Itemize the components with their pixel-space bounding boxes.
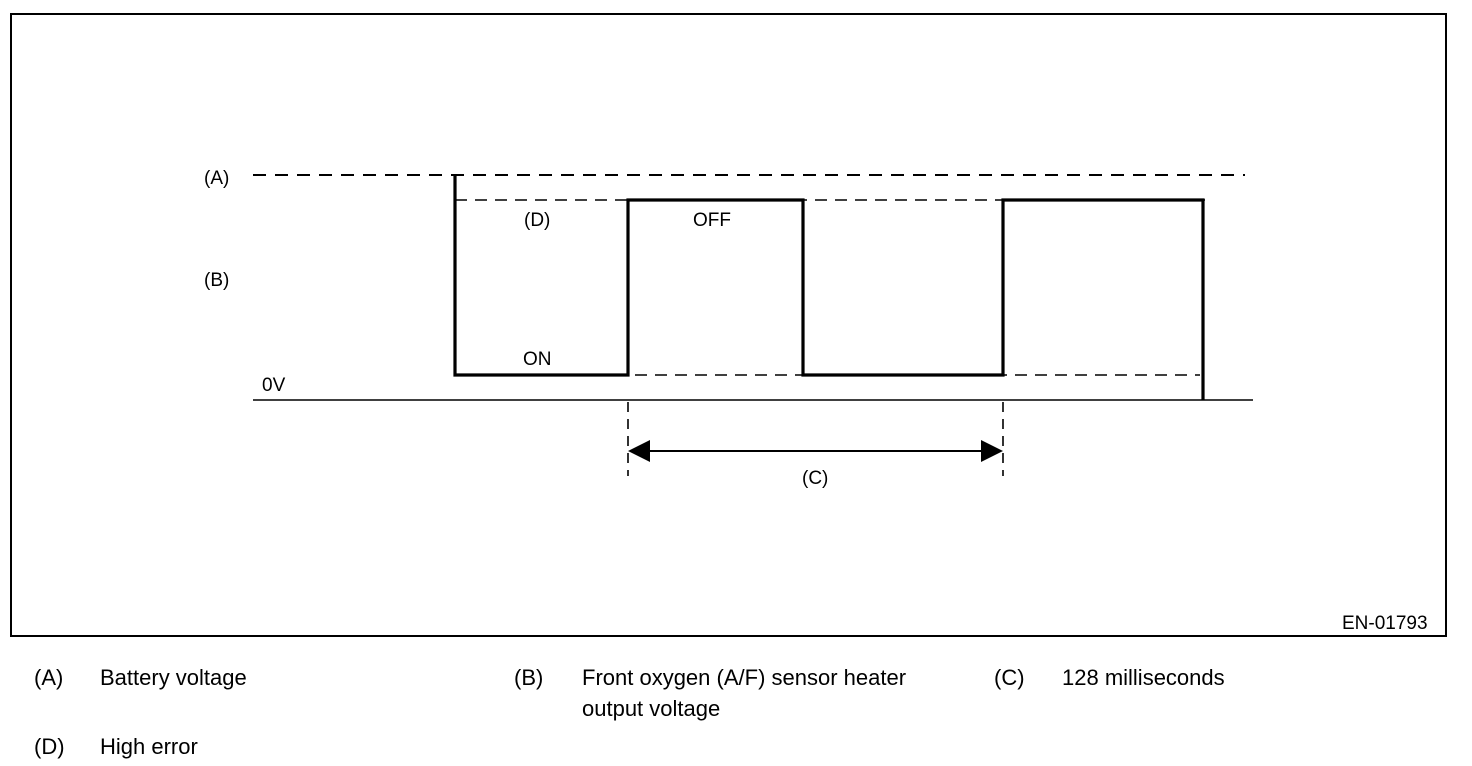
label-b: (B) <box>204 270 229 291</box>
label-zero-volt: 0V <box>262 375 286 396</box>
legend-item-a: (A) Battery voltage <box>34 662 474 696</box>
legend-text-a: Battery voltage <box>100 665 247 690</box>
figure-id: EN-01793 <box>1342 613 1428 634</box>
legend-text-d: High error <box>100 734 198 759</box>
legend-text-c: 128 milliseconds <box>1062 665 1225 690</box>
label-d: (D) <box>524 210 550 231</box>
legend-item-b: (B) Front oxygen (A/F) sensor heater out… <box>514 662 974 728</box>
period-arrowhead-right <box>981 440 1003 462</box>
legend-text-b: Front oxygen (A/F) sensor heater output … <box>582 665 907 721</box>
waveform-diagram: (A) (B) (D) OFF ON 0V (C) EN-01793 <box>10 13 1447 637</box>
period-arrowhead-left <box>628 440 650 462</box>
figure-frame <box>10 13 1447 637</box>
label-a: (A) <box>204 168 229 189</box>
legend-item-c: (C) 128 milliseconds <box>994 662 1434 696</box>
heater-output-waveform <box>453 175 1205 400</box>
legend-key-b: (B) <box>514 665 544 690</box>
legend-key-d: (D) <box>34 734 65 759</box>
legend-item-d: (D) High error <box>34 731 474 765</box>
legend-key-a: (A) <box>34 665 64 690</box>
label-off: OFF <box>693 210 731 231</box>
label-c: (C) <box>802 468 828 489</box>
legend-key-c: (C) <box>994 665 1025 690</box>
label-on: ON <box>523 349 552 370</box>
